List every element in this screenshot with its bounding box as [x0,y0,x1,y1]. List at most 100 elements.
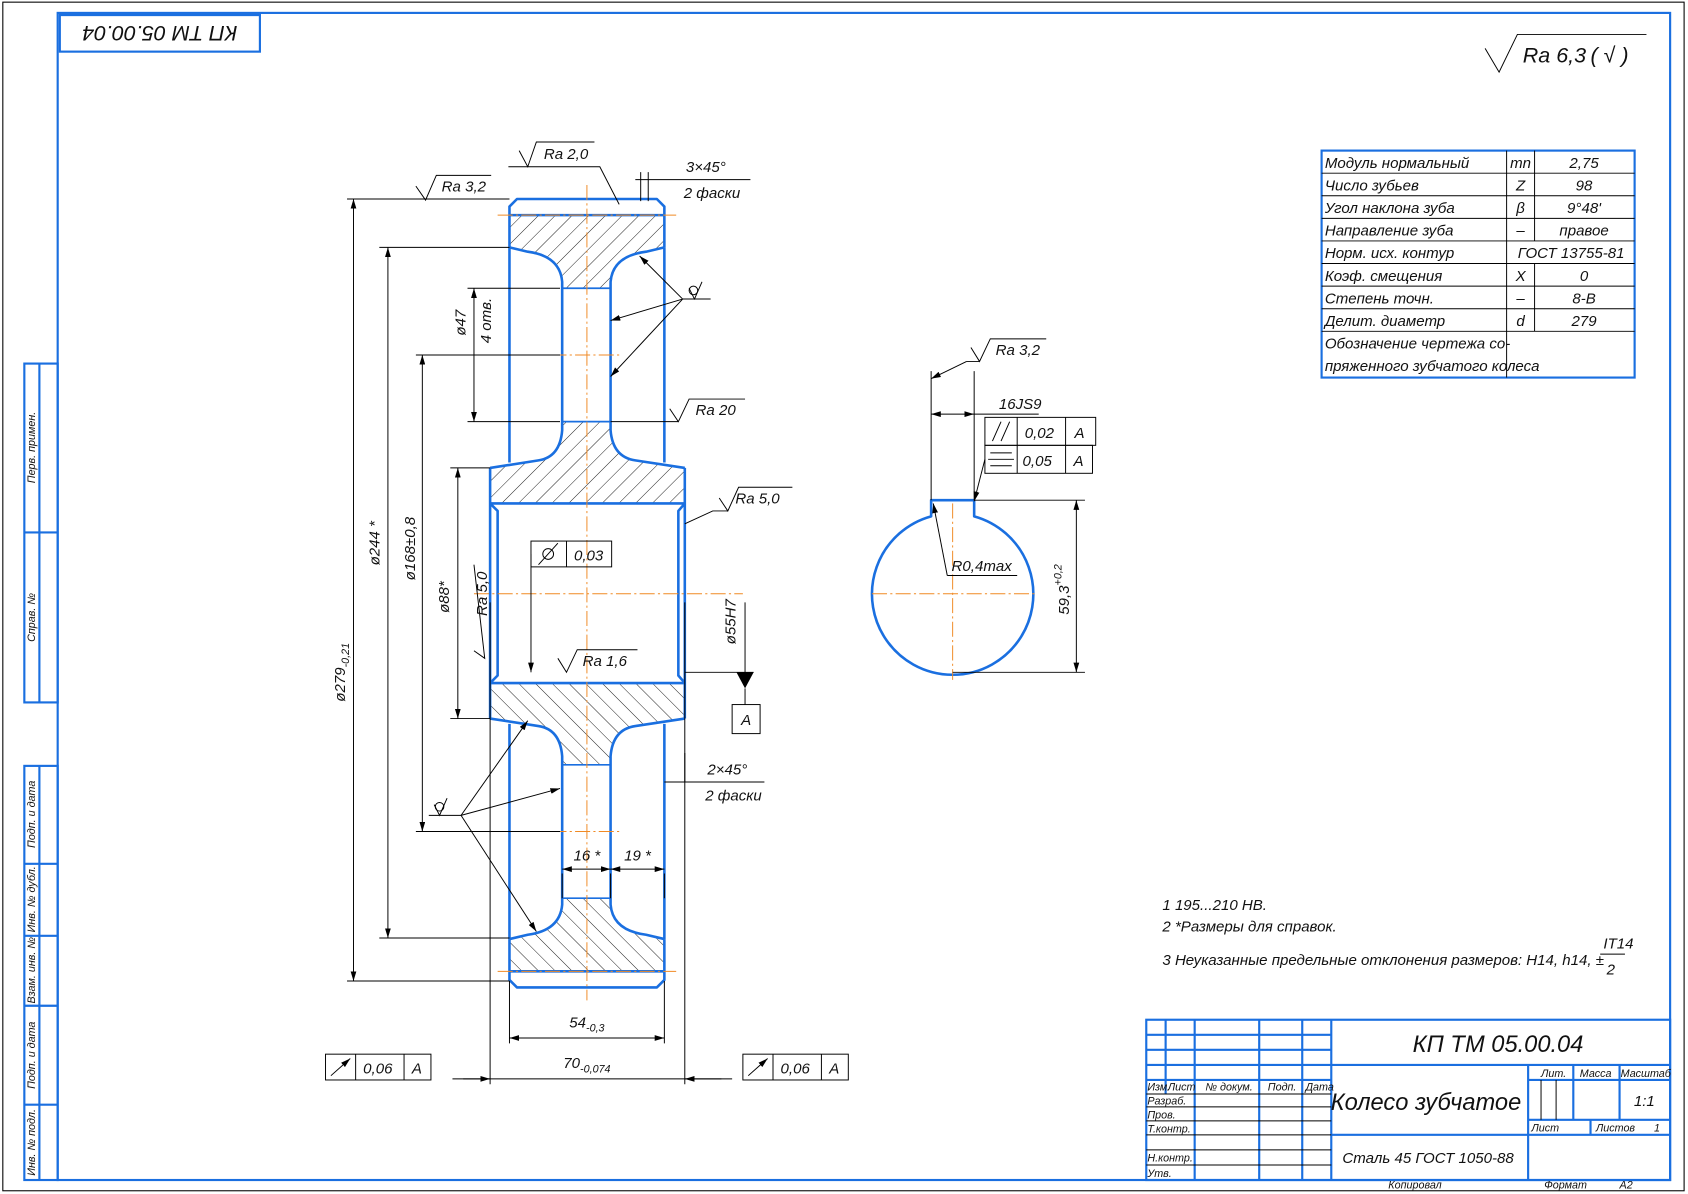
param-label: Модуль нормальный [1325,155,1470,172]
fcf-value: 0,06 [781,1061,811,1078]
keyway-radius: R0,4max [952,558,1013,575]
format-label: Формат [1544,1180,1587,1192]
param-symbol: mn [1510,155,1531,172]
mass-label: Масса [1580,1068,1612,1080]
runout-arrow-icon [330,1058,351,1077]
header-date: Дата [1304,1082,1333,1094]
header-doc: № докум. [1205,1082,1252,1094]
datum-label: A [740,712,751,729]
dim-d279: ø279-0,21 [332,643,352,702]
dim-d244: ø244 * [366,520,383,565]
header-list: Лист [1167,1082,1196,1094]
sheet-label: Лист [1530,1123,1559,1135]
chamfer-bottom: 2×45° [706,761,747,778]
keyway-depth: 59,3+0,2 [1052,564,1073,615]
copied-label: Копировал [1388,1180,1441,1192]
title-designation: КП ТМ 05.00.04 [1413,1032,1584,1058]
side-stamp-label: Инв. № дубл. [26,866,38,932]
param-label: пряженного зубчатого колеса [1325,358,1540,375]
note-2: 2 *Размеры для справок. [1161,919,1336,936]
side-stamps: Перв. примен. Справ. № Подп. и дата Инв.… [23,362,59,1182]
role-developer: Разраб. [1147,1096,1186,1108]
param-value: 2,75 [1568,155,1599,172]
dim-d88: ø88* [436,580,453,613]
sheets-count: 1 [1654,1123,1660,1135]
symmetry-datum: A [1072,453,1083,470]
param-value: 98 [1576,177,1593,194]
param-label: Норм. исх. контур [1325,245,1454,262]
role-approved: Утв. [1146,1168,1171,1180]
param-label: Обозначение чертежа со- [1325,336,1510,353]
side-stamp-label: Взам. инв. № [26,937,38,1004]
role-checker: Пров. [1147,1110,1175,1122]
keyway-ra: Ra 3,2 [996,342,1041,359]
role-tech-control: Т.контр. [1147,1124,1190,1136]
scale-label: Масштаб [1621,1068,1672,1080]
chamfer-bottom-note: 2 фаски [704,787,762,804]
technical-notes: 1 195...210 HB. 2 *Размеры для справок. … [1161,897,1633,979]
param-label: Коэф. смещения [1325,268,1442,285]
runout-value: 0,03 [574,547,604,564]
note-fraction-den: 2 [1606,962,1616,979]
lit-label: Лит. [1540,1068,1566,1080]
title-block: КП ТМ 05.00.04 Колесо зубчатое Сталь 45 … [1145,1018,1672,1192]
param-value: ГОСТ 13755-81 [1518,245,1625,262]
param-value: 8-В [1572,290,1595,307]
param-label: Делит. диаметр [1323,313,1445,330]
note-3: 3 Неуказанные предельные отклонения разм… [1162,952,1604,969]
param-symbol: d [1516,313,1525,330]
param-value: 0 [1580,268,1589,285]
symmetry-value: 0,05 [1023,453,1053,470]
header-sign: Подп. [1268,1082,1297,1094]
roughness-value: Ra 6,3 [1523,43,1586,67]
param-symbol: Z [1515,177,1526,194]
param-label: Число зубьев [1325,177,1419,194]
side-stamp-label: Перв. примен. [26,412,38,483]
ra-bore-face: Ra 1,6 [583,653,628,670]
ra-tooth: Ra 2,0 [544,146,589,163]
fcf-left: 0,06 A [325,1053,432,1081]
chamfer-top: 3×45° [686,159,726,176]
general-roughness: Ra 6,3 ( √ ) [1484,33,1647,74]
dim-d168: ø168±0,8 [402,516,419,580]
param-symbol: X [1515,268,1527,285]
fcf-datum: A [411,1061,422,1078]
dim-width-54: 54-0,3 [569,1014,604,1034]
param-symbol: – [1515,290,1525,307]
rotated-designation: КП ТМ 05.00.04 [82,21,237,45]
param-label: Угол наклона зуба [1324,200,1455,217]
param-symbol: β [1515,200,1525,217]
param-value: 279 [1571,313,1598,330]
circular-runout-icon [538,542,559,566]
fcf-value: 0,06 [363,1061,393,1078]
gear-section-view: ø279-0,21 ø244 * ø168±0,8 ø88* ø47 4 отв… [325,141,849,1085]
role-norm-control: Н.контр. [1147,1153,1193,1165]
param-label: Направление зуба [1325,223,1454,240]
dim-width-70: 70-0,074 [563,1055,610,1075]
dim-16: 16 * [574,848,602,865]
sheets-label: Листов [1595,1123,1636,1135]
fcf-right: 0,06 A [742,1053,849,1081]
runout-arrow-icon [747,1058,768,1077]
holes-count: 4 отв. [478,298,495,344]
symmetry-icon [988,452,1014,467]
dim-d55: ø55H7 [722,599,739,645]
side-stamp-label: Подп. и дата [26,1022,38,1089]
ra-hub: Ra 5,0 [735,490,780,507]
keyway-width: 16JS9 [999,396,1042,413]
part-name: Колесо зубчатое [1331,1090,1522,1116]
param-label: Степень точн. [1325,290,1434,307]
note-1: 1 195...210 HB. [1162,897,1267,914]
parallel-datum: A [1074,425,1085,442]
inner-frame [56,11,1672,1182]
dim-19: 19 * [624,848,652,865]
ra-top: Ra 3,2 [442,178,487,195]
fcf-datum: A [828,1061,839,1078]
param-value: правое [1559,223,1608,240]
header-izm: Изм. [1147,1082,1170,1094]
parallel-value: 0,02 [1025,425,1055,442]
side-stamp-label: Подп. и дата [26,781,38,848]
